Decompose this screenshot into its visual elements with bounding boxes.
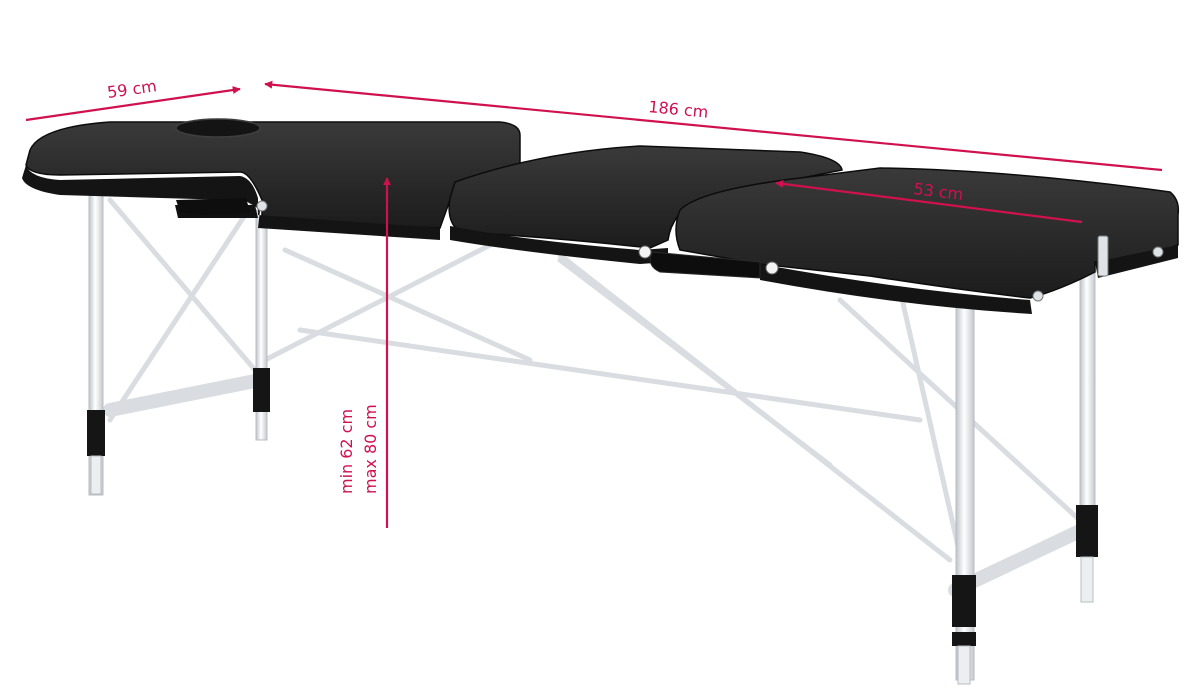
rail-long: [297, 327, 923, 423]
frame-cross-braces: [103, 197, 1089, 597]
handle-rivet-right: [765, 261, 779, 275]
brace-right-b: [897, 287, 963, 558]
leg-back-left: [253, 209, 270, 441]
face-hole: [175, 118, 261, 138]
section-dimension-arrow: [775, 179, 1083, 224]
frame-legs: [87, 194, 1098, 685]
brace-left-a: [107, 197, 258, 373]
hinges: [256, 200, 1164, 302]
foot-section: [675, 167, 1180, 314]
brace-right-c: [557, 257, 833, 468]
dimension-lines: [25, 80, 1163, 528]
brace-middle-b: [282, 247, 533, 363]
brace-left-b: [107, 197, 258, 423]
foot-bar-left: [103, 373, 267, 417]
middle-section: [448, 145, 843, 264]
height-min-label: min 62 cm: [337, 409, 356, 494]
width-dimension-arrow: [25, 86, 241, 122]
leg-back-right: [1076, 254, 1098, 603]
table-top: [22, 118, 1180, 314]
brace-middle-a: [262, 237, 503, 363]
length-dimension-label: 186 cm: [648, 97, 710, 122]
carry-handle: [638, 245, 779, 279]
handle-rivet-left: [638, 245, 652, 259]
leg-front-right: [952, 299, 976, 685]
height-max-label: max 80 cm: [361, 404, 380, 494]
width-dimension-label: 59 cm: [106, 76, 158, 102]
head-section: [22, 118, 521, 240]
foot-bar-right: [948, 523, 1089, 597]
leg-front-left: [87, 194, 105, 496]
length-dimension-arrow: [264, 80, 1163, 172]
